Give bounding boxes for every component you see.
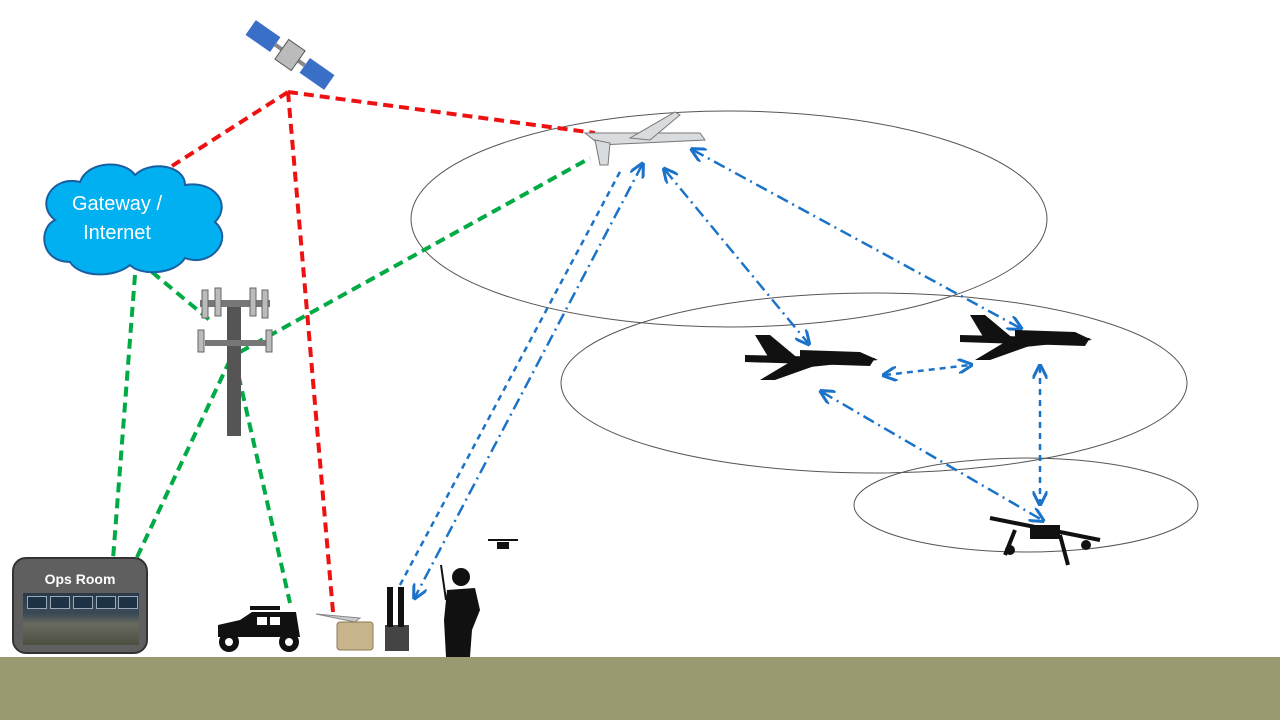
sat-link-uav [287,90,596,135]
ops-room-box: Ops Room [12,557,148,654]
link-radio-down [415,165,642,597]
uav-3-icon [960,315,1092,360]
small-drone-icon [488,539,518,549]
satellite-icon [245,20,335,90]
sat-link-gateway [170,90,290,168]
uav-2-icon [745,335,878,380]
ground [0,657,1280,720]
satellite-links [170,90,596,613]
radio-links [398,150,1042,597]
operator-icon [440,564,480,657]
uav-silhouettes [218,315,1101,657]
coverage-areas [410,110,1199,553]
cell-tower-icon [197,287,273,436]
link-tower-vehicle [233,359,292,604]
link-uav2-quad [822,392,1042,520]
coverage-ellipse-high [410,110,1048,328]
link-tower-uav [239,156,591,354]
cloud-label-line2: Internet [83,222,151,244]
gateway-internet-label: Gateway / Internet [62,190,172,248]
cloud-icon [43,163,224,276]
sat-link-terminal [286,91,335,613]
link-uav2-uav3 [885,365,970,375]
link-cloud-ops [110,274,137,573]
ops-room-label: Ops Room [44,571,116,587]
satellite-terminal-icon [315,613,374,651]
vehicle-icon [218,606,300,652]
uav-main-icon [583,111,706,166]
link-radio-up [398,167,624,586]
radio-unit-icon [385,587,409,651]
coverage-ellipse-mid [560,292,1188,474]
link-uav-uav2 [665,170,808,343]
link-uav-uav3 [693,150,1020,328]
quadcopter-icon [989,516,1101,566]
link-tower-ops [128,359,232,573]
cloud-label-line1: Gateway / [71,193,163,215]
ops-room-image [23,593,139,645]
